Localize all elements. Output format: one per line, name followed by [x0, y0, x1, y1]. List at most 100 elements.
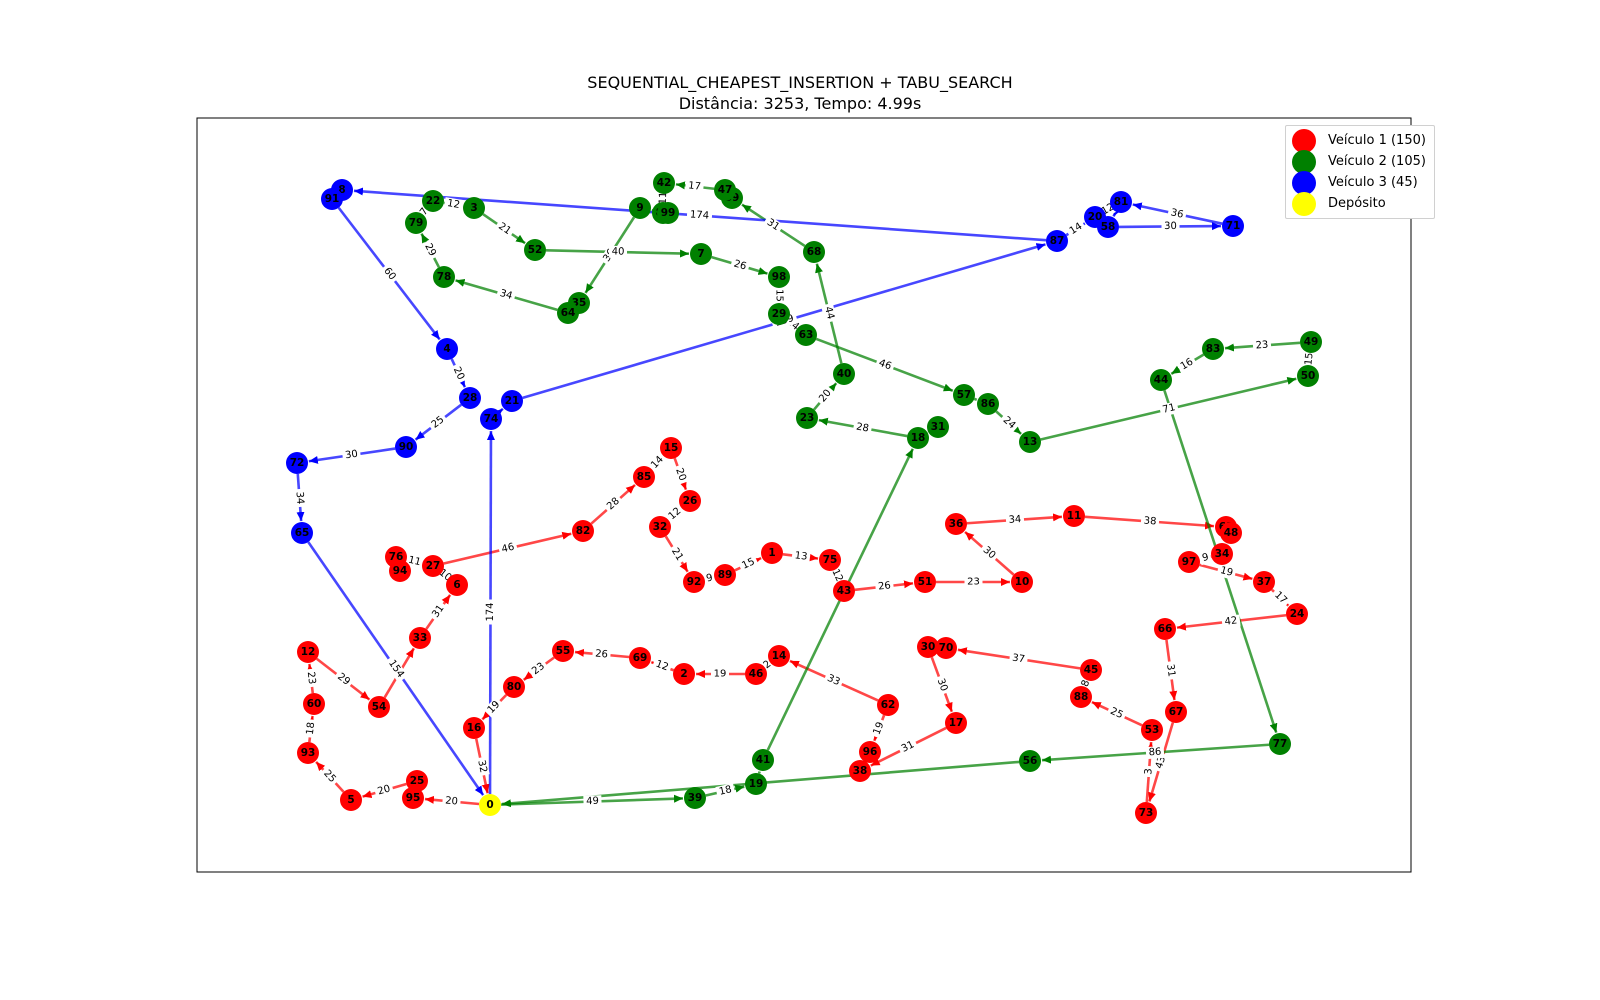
node-91	[321, 188, 343, 210]
node-label-7: 7	[697, 248, 704, 260]
edge-label-group-15-26: 20	[671, 464, 690, 485]
edge-label-group-63-57: 46	[874, 356, 896, 374]
edge-label-group-83-44: 16	[1176, 354, 1198, 375]
node-33	[409, 627, 431, 649]
node-50	[1297, 365, 1319, 387]
edge-label-group-16-0: 32	[474, 756, 490, 777]
node-26	[679, 490, 701, 512]
edge-label-bg	[495, 286, 517, 304]
edge-label-27-82: 46	[501, 542, 516, 556]
edge-label-group-66-67: 31	[1163, 660, 1178, 681]
edge-label-group-93-60: 18	[303, 718, 319, 739]
node-label-40: 40	[837, 368, 852, 380]
node-47	[714, 179, 736, 201]
node-label-89: 89	[718, 569, 733, 581]
edge-label-group-80-16: 19	[483, 696, 505, 719]
node-label-93: 93	[301, 747, 316, 759]
edge-label-66-67: 31	[1164, 663, 1177, 677]
node-83	[1202, 338, 1224, 360]
edge-label-group-1-75: 13	[791, 549, 811, 564]
node-label-6: 6	[453, 579, 460, 591]
edge-label-group-97-37: 19	[1216, 563, 1237, 581]
node-10	[1011, 571, 1033, 593]
edge-label-bg	[821, 302, 837, 324]
node-label-53: 53	[1145, 724, 1160, 736]
edge-label-bg	[304, 668, 318, 688]
edge-label-bg	[483, 696, 505, 719]
node-55	[552, 640, 574, 662]
node-label-66: 66	[1158, 623, 1173, 635]
node-label-63: 63	[799, 329, 814, 341]
edge-label-53-88: 25	[1108, 706, 1124, 721]
edge-label-bg	[1269, 587, 1292, 609]
edge-label-bg	[428, 600, 449, 623]
edge-label-group-0-95: 20	[441, 794, 462, 809]
edge-label-group-14-46: 2	[759, 656, 776, 674]
node-48	[1220, 522, 1242, 544]
edge-label-bg	[1302, 349, 1317, 369]
node-label-18: 18	[911, 432, 926, 444]
node-27	[422, 555, 444, 577]
node-79	[405, 212, 427, 234]
edge-label-group-68-59: 31	[762, 215, 784, 235]
node-62	[877, 694, 899, 716]
legend-item-depot: Depósito	[1292, 191, 1386, 216]
edge-label-36-11: 34	[1008, 514, 1021, 526]
node-label-98: 98	[772, 271, 787, 283]
edge-label-25-5: 20	[376, 783, 391, 797]
node-label-56: 56	[1023, 755, 1038, 767]
edge-label-bg	[737, 554, 760, 574]
edge-label-group-23-40: 20	[815, 385, 836, 407]
nodes-layer: 0952559360125433627769482851526329289175…	[286, 172, 1322, 824]
edge-label-bg	[292, 488, 307, 508]
legend-item-vehicle-2: Veículo 2 (105)	[1292, 149, 1426, 174]
edge-label-bg	[1105, 704, 1128, 723]
edge-label-11-61: 38	[1143, 516, 1156, 528]
edge-label-92-89: 9	[705, 572, 714, 584]
edge-label-2-69: 12	[654, 659, 670, 674]
edge-label-4-28: 20	[451, 365, 466, 381]
edge-label-bg	[1140, 514, 1160, 529]
edge-label-group-27-82: 46	[497, 540, 519, 557]
edge-label-34-97: 9	[1201, 552, 1210, 564]
node-28	[459, 387, 481, 409]
edge-label-bg	[1252, 338, 1272, 353]
edge-label-16-0: 32	[475, 759, 488, 774]
edge-label-bg	[383, 655, 409, 683]
node-78	[433, 266, 455, 288]
node-label-31: 31	[931, 421, 946, 433]
node-34	[1211, 543, 1233, 565]
node-72	[286, 452, 308, 474]
node-22	[422, 190, 444, 212]
node-label-22: 22	[426, 195, 441, 207]
edge-label-group-22-3: 12	[443, 197, 464, 212]
edge-label-group-5-93: 25	[318, 765, 341, 788]
node-label-50: 50	[1301, 370, 1316, 382]
edge-label-group-28-90: 25	[427, 412, 449, 433]
edge-label-bg	[874, 356, 896, 374]
edge-label-bg	[671, 464, 690, 485]
node-23	[796, 407, 818, 429]
edge-label-bg	[583, 795, 602, 808]
node-label-92: 92	[687, 576, 702, 588]
edge-label-bg	[420, 239, 440, 261]
edge-label-0-95: 20	[445, 795, 459, 807]
node-label-62: 62	[881, 699, 896, 711]
node-label-23: 23	[800, 412, 815, 424]
edge-label-bg	[874, 579, 895, 594]
node-73	[1135, 802, 1157, 824]
edge-label-62-14: 33	[825, 673, 841, 688]
edge-label-group-92-89: 9	[702, 571, 717, 586]
node-5	[340, 789, 362, 811]
node-label-49: 49	[1304, 336, 1319, 348]
edge-label-bg	[1176, 354, 1198, 375]
node-43	[833, 580, 855, 602]
node-label-5: 5	[347, 794, 354, 806]
edge-label-group-49-83: 23	[1252, 338, 1272, 353]
edge-label-group-98-29: 15	[773, 286, 785, 305]
node-label-29: 29	[772, 308, 787, 320]
edge-label-18-23: 28	[855, 421, 869, 434]
edge-label-51-10: 23	[967, 577, 980, 588]
node-95	[402, 787, 424, 809]
edge-label-bg	[373, 782, 395, 799]
